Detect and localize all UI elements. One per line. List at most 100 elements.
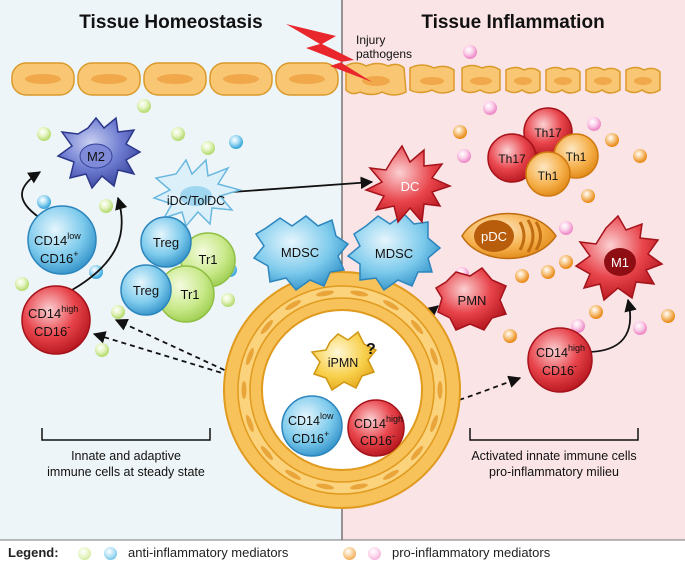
right-caption-bracket	[469, 428, 639, 441]
vessel-wall-cell	[430, 347, 438, 366]
cd14high-right-label-line1: CD14high	[536, 343, 585, 360]
pathogens-label: pathogens	[356, 47, 412, 61]
vessel-wall-cell	[246, 414, 254, 433]
anti-blue-dot-icon	[104, 547, 117, 560]
epithelial-cell	[275, 62, 339, 96]
m2-label: M2	[87, 149, 105, 164]
treg-label-lower: Treg	[133, 283, 159, 298]
legend-pro-text: pro-inflammatory mediators	[392, 545, 551, 560]
title-inflammation: Tissue Inflammation	[421, 12, 604, 33]
vessel-wall-cell	[350, 483, 368, 490]
m1-label: M1	[611, 255, 629, 270]
mdsc-left-label: MDSC	[281, 245, 319, 260]
treg-cell-lower: Treg	[120, 264, 172, 316]
mediator-dots	[15, 45, 675, 357]
damaged-epithelial-cell	[409, 64, 455, 94]
tr1-label-upper: Tr1	[198, 252, 217, 267]
idc-toldc: iDC/TolDC	[152, 158, 243, 228]
cd14high-right-label-line2: CD16-	[542, 361, 577, 378]
epithelial-cell	[143, 62, 207, 96]
pro-inflammatory-mediator-dot	[581, 189, 595, 203]
pdc-cell: pDC	[461, 212, 557, 260]
vessel-wall-cell	[285, 469, 301, 480]
vessel-wall-cell	[350, 290, 368, 297]
damaged-epithelial-cell	[625, 66, 661, 94]
epithelial-layer	[11, 62, 661, 96]
cd14low-left-label-line2: CD16+	[40, 249, 79, 266]
cd14high-cd16minus-monocyte-left: CD14high CD16-	[21, 285, 91, 355]
anti-inflammatory-mediator-dot	[111, 305, 125, 319]
vessel-wall-cell	[430, 414, 438, 433]
cd14low-cd16plus-monocyte-left: CD14low CD16+	[27, 205, 97, 275]
dc-activated: DC	[364, 144, 453, 224]
arrow-cd14high-to-m1	[585, 298, 637, 353]
dc-label: DC	[401, 179, 420, 194]
arrow-idc-to-dc	[231, 176, 374, 193]
pro-inflammatory-mediator-dot	[605, 133, 619, 147]
vessel-wall-cell	[260, 319, 273, 335]
pro-inflammatory-mediator-dot	[589, 305, 603, 319]
vessel-wall-cell	[383, 300, 399, 311]
epithelial-cell	[11, 62, 75, 96]
pro-inflammatory-mediator-dot	[633, 321, 647, 335]
pro-inflammatory-mediator-dot	[463, 45, 477, 59]
vessel-wall-cell	[383, 469, 399, 480]
anti-green-dot-icon	[78, 547, 91, 560]
left-caption-line2: immune cells at steady state	[47, 465, 205, 479]
pro-inflammatory-mediator-dot	[503, 329, 517, 343]
damaged-epithelial-cell	[585, 66, 621, 94]
th1-cell-lower: Th1	[525, 151, 571, 197]
left-caption-bracket	[41, 428, 211, 441]
legend-anti-text: anti-inflammatory mediators	[128, 545, 289, 560]
dashed-arrow-marrow-to-treg	[114, 319, 299, 405]
pro-inflammatory-mediator-dot	[457, 149, 471, 163]
vessel-wall-cell	[285, 300, 301, 311]
anti-inflammatory-mediator-dot	[95, 343, 109, 357]
anti-inflammatory-mediator-dot	[229, 135, 243, 149]
legend: Legend: anti-inflammatory mediators pro-…	[0, 541, 685, 567]
cd14high-cd16minus-monocyte-right: CD14high CD16-	[527, 327, 593, 393]
vessel-wall-cell	[241, 381, 247, 399]
arrow-cd14low-to-m2	[21, 171, 42, 219]
right-caption-line1: Activated innate immune cells	[471, 449, 636, 463]
vessel-wall-cell	[260, 445, 273, 461]
damaged-epithelial-cell	[505, 66, 541, 94]
anti-inflammatory-mediator-dot	[99, 199, 113, 213]
mdsc-right-label: MDSC	[375, 246, 413, 261]
cd14high-left-label-line2: CD16-	[34, 322, 70, 339]
cd14low-left-label-line1: CD14low	[34, 231, 81, 248]
th1-label-right: Th1	[566, 150, 587, 164]
pro-inflammatory-mediator-dot	[661, 309, 675, 323]
anti-inflammatory-mediator-dot	[37, 127, 51, 141]
pro-inflammatory-mediator-dot	[541, 265, 555, 279]
mdsc-right: MDSC	[346, 213, 442, 292]
th1-label-lower: Th1	[538, 169, 559, 183]
pro-inflammatory-mediator-dot	[587, 117, 601, 131]
pro-inflammatory-mediator-dot	[453, 125, 467, 139]
anti-inflammatory-mediator-dot	[201, 141, 215, 155]
vessel-wall-cell	[246, 347, 254, 366]
tr1-cell-lower: Tr1	[157, 265, 215, 323]
damaged-epithelial-cell	[345, 62, 407, 96]
ipmn-cell: iPMN ?	[310, 330, 378, 392]
left-caption-line1: Innate and adaptive	[71, 449, 181, 463]
pro-orange-dot-icon	[343, 547, 356, 560]
mdsc-left: MDSC	[252, 215, 350, 292]
vessel-wall-cell	[411, 319, 424, 335]
arrows	[21, 171, 637, 353]
cd14high-left-label-line1: CD14high	[28, 304, 78, 321]
cells: M2 CD14low CD16+ CD14high CD16- iDC/TolD…	[21, 107, 664, 457]
vessel-wall-cell	[316, 483, 334, 490]
anti-inflammatory-mediator-dot	[221, 293, 235, 307]
title-homeostasis: Tissue Homeostasis	[79, 12, 262, 33]
treg-cell-upper: Treg	[140, 216, 192, 268]
cd14high-marrow-label-line2: CD16-	[360, 431, 395, 448]
treg-label-upper: Treg	[153, 235, 179, 250]
epithelial-cell	[209, 62, 273, 96]
cd14low-marrow-label-line1: CD14low	[288, 411, 334, 428]
anti-inflammatory-mediator-dot	[137, 99, 151, 113]
pmn-cell: PMN	[434, 267, 508, 331]
m1-macrophage: M1	[574, 214, 664, 302]
injury-label: Injury	[356, 33, 385, 47]
